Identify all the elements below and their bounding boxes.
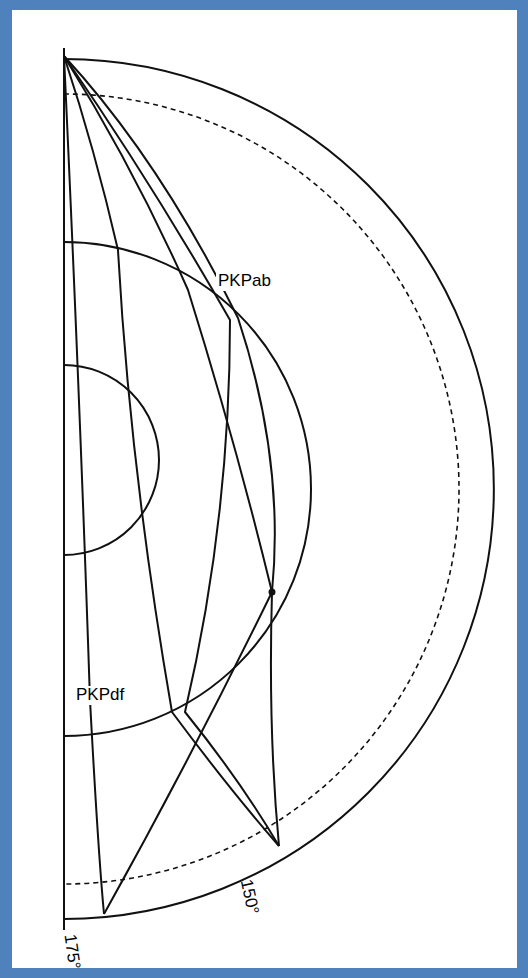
white-panel [12, 10, 517, 968]
ray-path [64, 56, 279, 846]
distance-label: 175° [59, 931, 83, 972]
caustic-point [270, 590, 275, 595]
phase-label: PKPab [216, 272, 273, 291]
axis-line [63, 48, 65, 930]
ray-path [64, 56, 279, 846]
mantle-discontinuity [64, 94, 459, 884]
earth-surface [64, 59, 494, 919]
ray-path [64, 56, 279, 846]
phase-label: PKPdf [74, 686, 126, 705]
ray-path [64, 56, 104, 914]
